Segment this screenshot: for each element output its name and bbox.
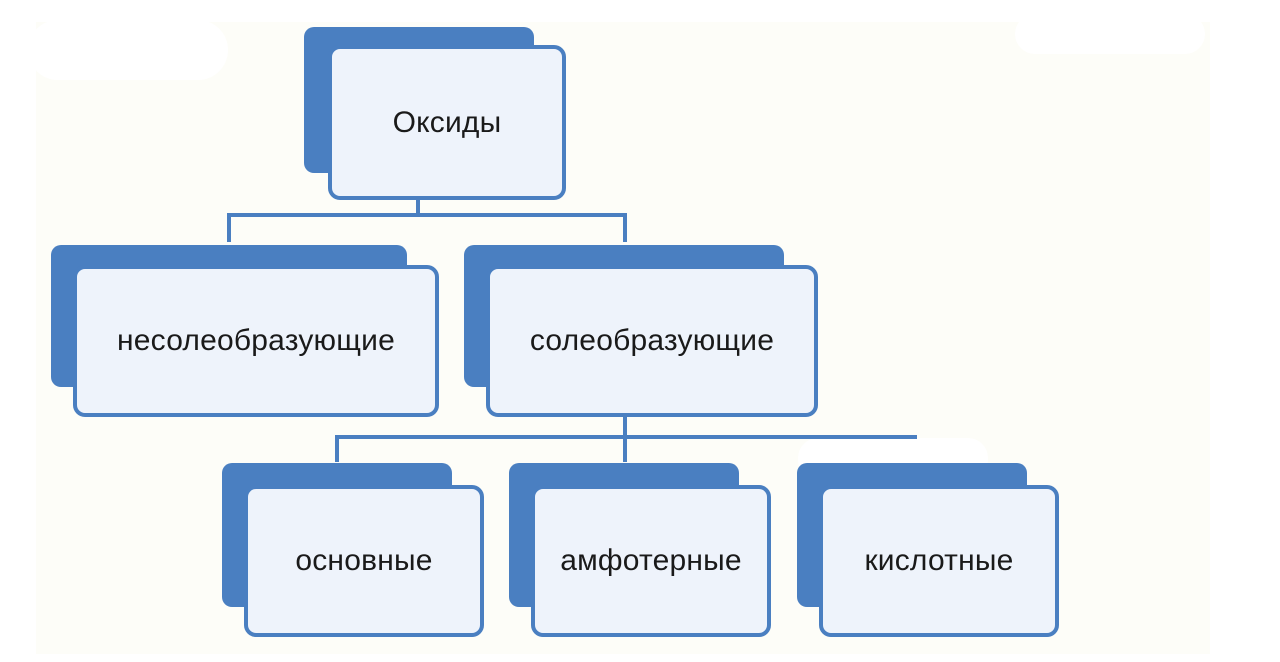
node-label: несолеобразующие xyxy=(117,324,395,357)
node-box: несолеобразующие xyxy=(73,265,439,417)
node-label: основные xyxy=(295,544,433,577)
node-oxides: Оксиды xyxy=(304,27,566,200)
erased-area xyxy=(28,20,228,80)
node-label: солеобразующие xyxy=(529,324,775,357)
node-label: Оксиды xyxy=(392,105,502,139)
node-box: амфотерные xyxy=(531,485,771,637)
node-label: кислотные xyxy=(864,544,1014,577)
node-basic: основные xyxy=(222,463,484,637)
node-box: Оксиды xyxy=(328,45,566,200)
node-box: кислотные xyxy=(819,485,1059,637)
node-acidic: кислотные xyxy=(797,463,1059,637)
node-amphoteric: амфотерные xyxy=(509,463,771,637)
node-label: амфотерные xyxy=(560,544,742,577)
node-salt-forming: солеобразующие xyxy=(464,245,818,417)
node-non-salt-forming: несолеобразующие xyxy=(51,245,439,417)
erased-area xyxy=(1015,14,1205,54)
node-box: основные xyxy=(244,485,484,637)
node-box: солеобразующие xyxy=(486,265,818,417)
